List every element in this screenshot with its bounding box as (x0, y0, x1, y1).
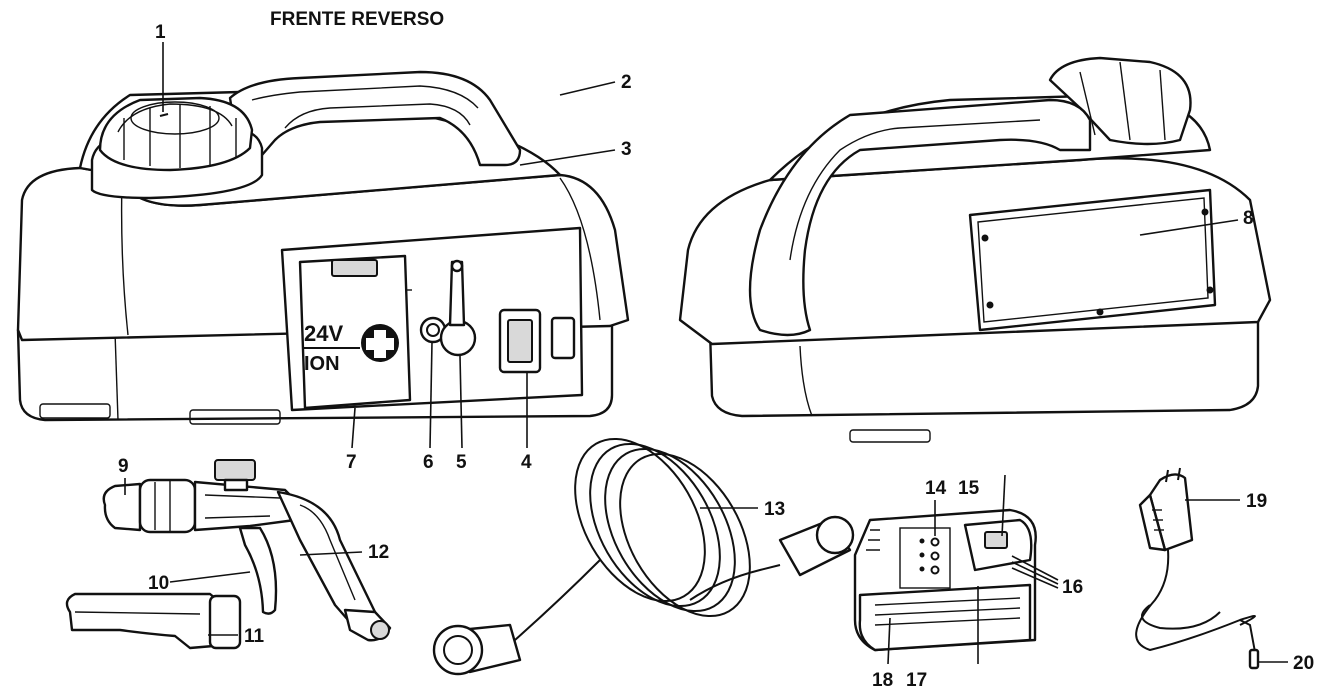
part-label-4: 4 (521, 452, 532, 473)
diagram-title: FRENTE REVERSO (270, 9, 444, 30)
part-label-2: 2 (621, 72, 632, 93)
nozzle (65, 592, 242, 650)
part-label-16: 16 (1062, 577, 1083, 598)
part-label-3: 3 (621, 139, 632, 160)
back-view-unit (678, 56, 1272, 443)
part-label-12: 12 (368, 542, 389, 563)
part-numbers: 1 2 3 4 5 6 7 8 9 10 11 12 13 14 15 16 1… (118, 22, 1314, 691)
part-label-1: 1 (155, 22, 166, 43)
charger (1135, 467, 1260, 670)
coiled-hose (432, 437, 855, 676)
leader-lines (124, 42, 1288, 665)
part-label-20: 20 (1293, 653, 1314, 674)
part-label-18: 18 (872, 670, 893, 691)
part-label-10: 10 (148, 573, 169, 594)
part-label-14: 14 (925, 478, 947, 499)
part-label-5: 5 (456, 452, 467, 473)
part-label-17: 17 (906, 670, 927, 691)
part-label-19: 19 (1246, 491, 1267, 512)
part-label-13: 13 (764, 499, 785, 520)
voltage-badge: 24V ION (302, 321, 399, 375)
battery-pack (853, 508, 1037, 652)
part-label-6: 6 (423, 452, 434, 473)
part-label-15: 15 (958, 478, 980, 499)
front-view-unit: 24V ION (16, 70, 630, 425)
part-label-8: 8 (1243, 208, 1254, 229)
part-label-9: 9 (118, 456, 129, 477)
spray-gun (102, 459, 392, 642)
part-label-7: 7 (346, 452, 357, 473)
part-label-11: 11 (244, 626, 265, 647)
badge-voltage: 24V (304, 321, 343, 346)
badge-tech: ION (304, 353, 340, 375)
